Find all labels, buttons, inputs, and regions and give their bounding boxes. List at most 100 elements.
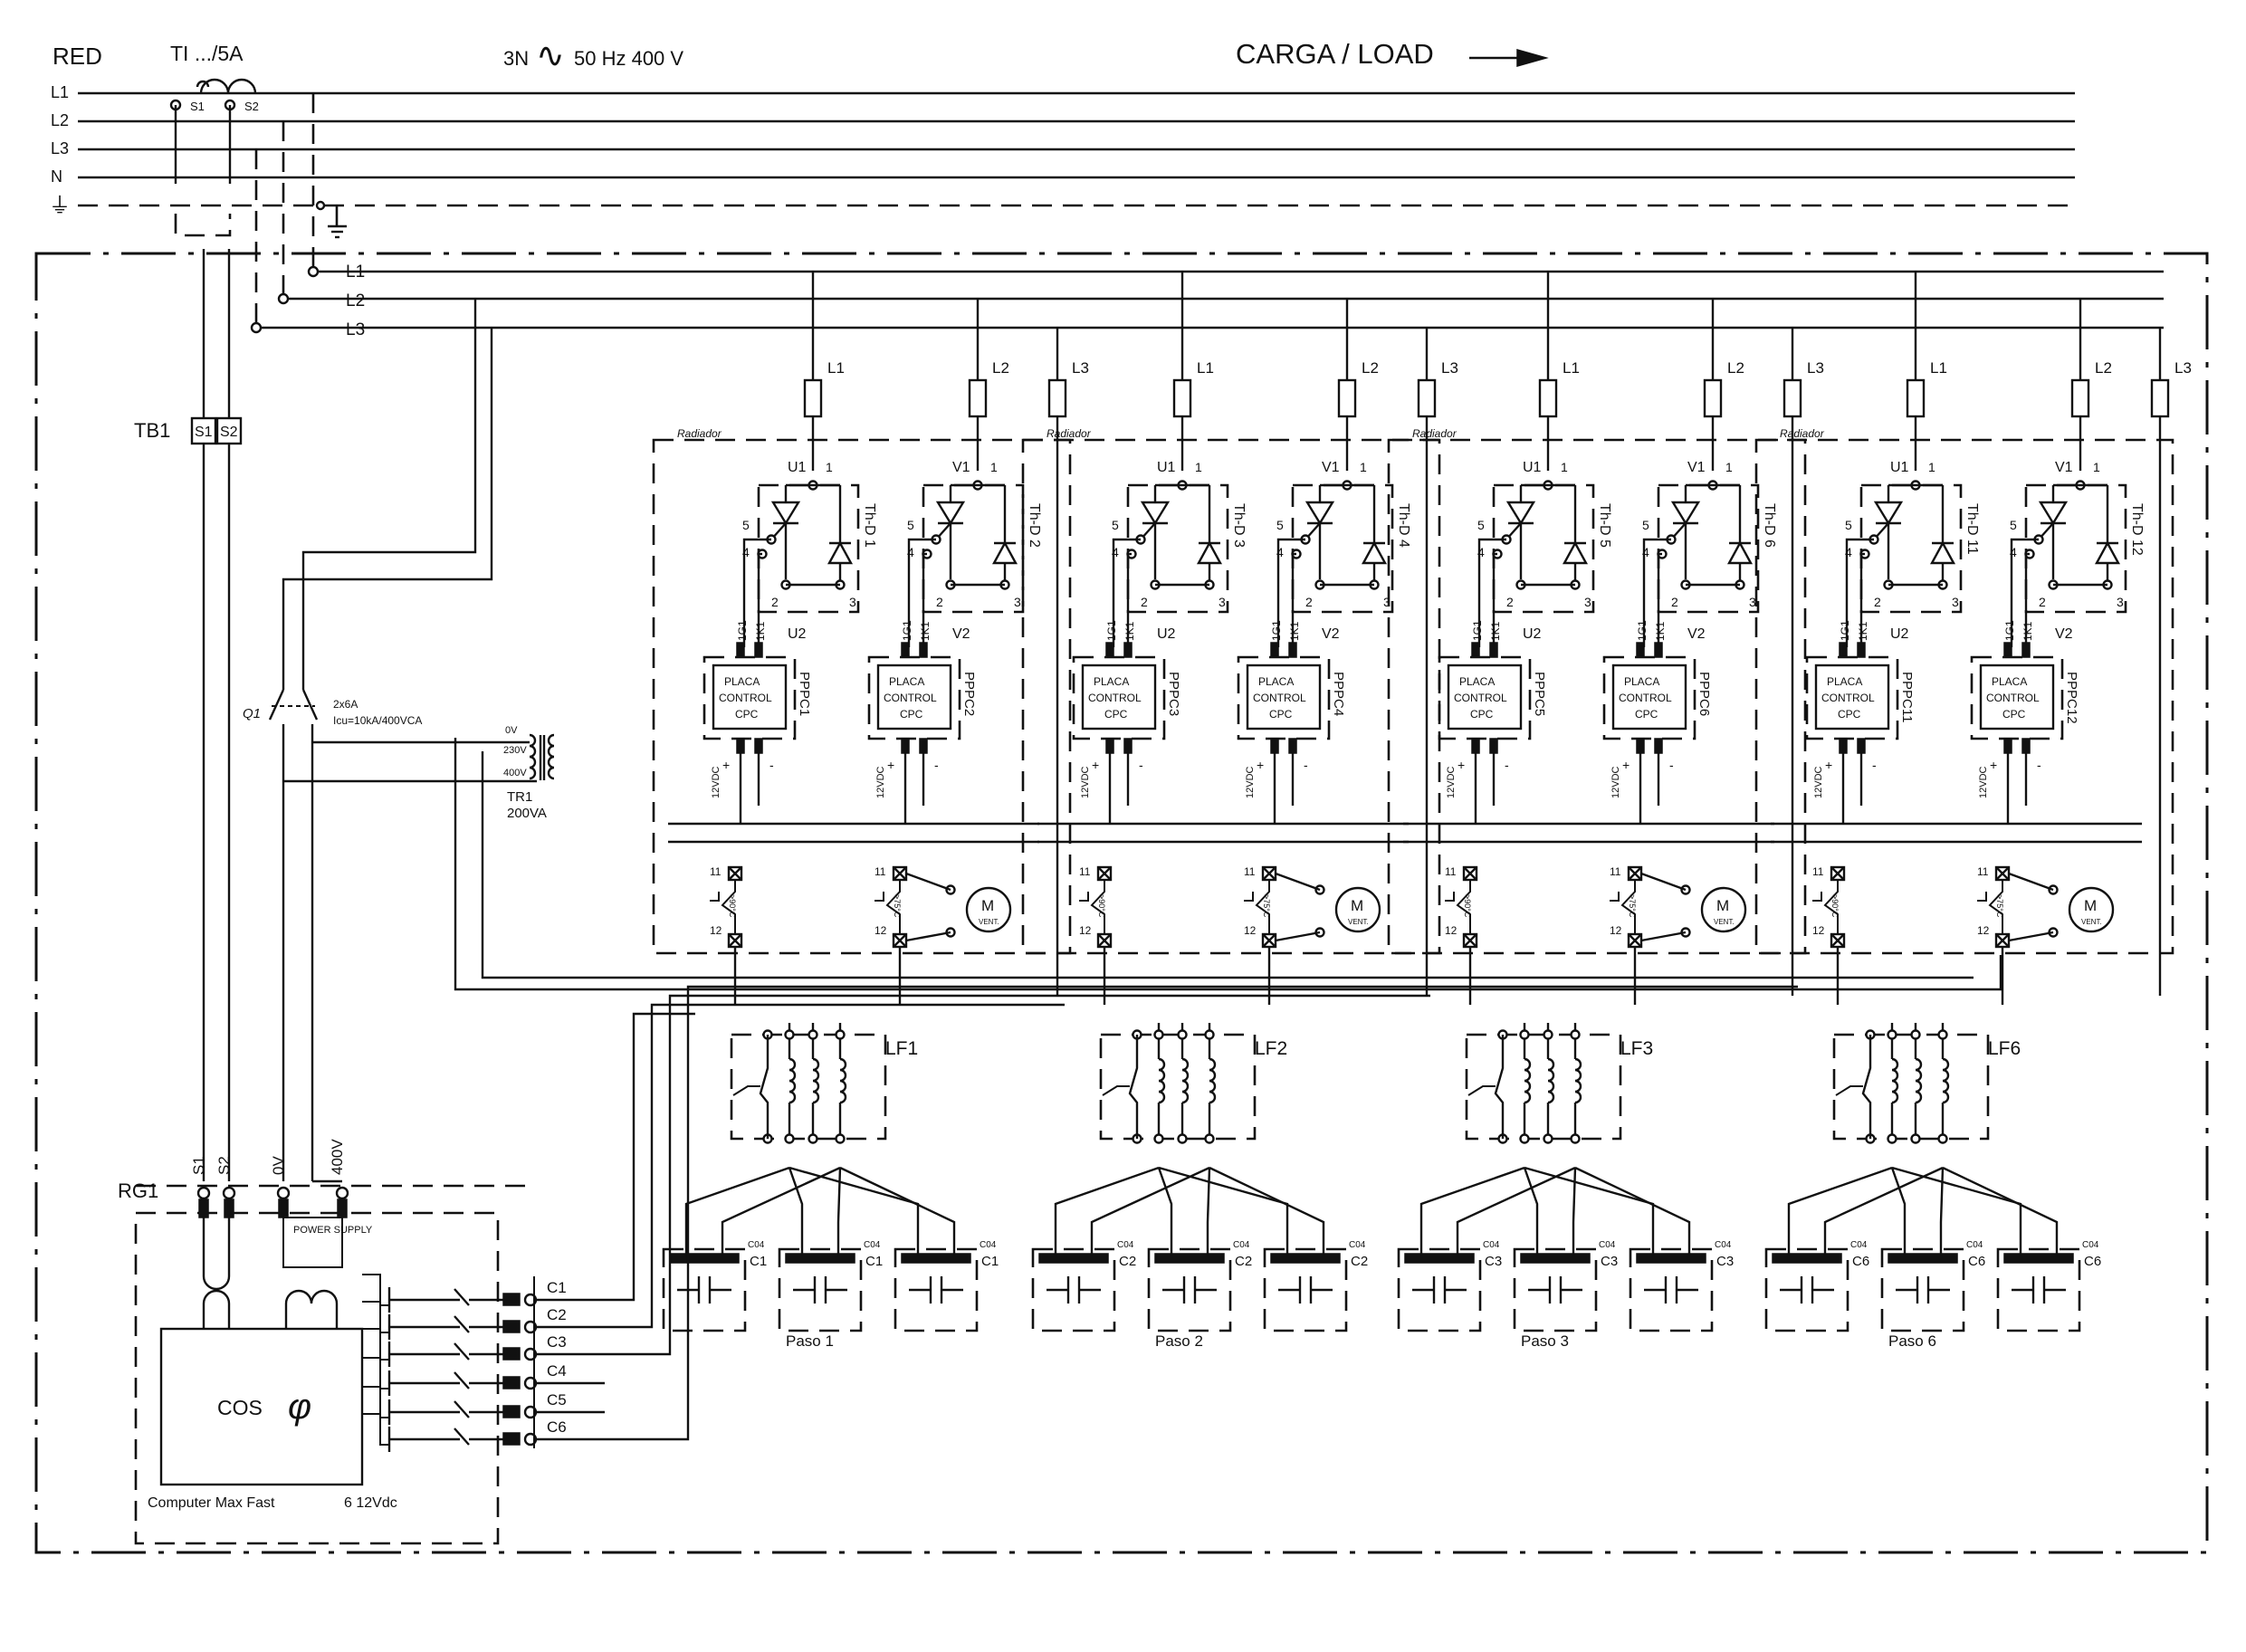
capacitor-code-label: C04	[1483, 1240, 1500, 1250]
thermostat-limit-label: >90°C	[1097, 894, 1106, 918]
motor-label: M	[1351, 897, 1363, 914]
rg1-input-0v: 0V	[270, 1156, 287, 1175]
capacitor-code-label: C04	[1966, 1240, 1983, 1250]
placa-label: CPC	[1838, 708, 1861, 721]
thd-label: Th-D 11	[1964, 503, 1980, 555]
plus-label: +	[722, 758, 730, 772]
thd-label: Th-D 1	[862, 503, 877, 548]
reactor-4: LF6	[1832, 1023, 2021, 1144]
thermostat-limit-label: >75°C	[893, 894, 902, 918]
rg1-input-s2: S2	[215, 1156, 233, 1175]
pin-4-label: 4	[907, 545, 914, 559]
placa-label: PLACA	[1624, 675, 1659, 688]
feeder-label-1-3: L3	[1072, 359, 1089, 377]
gate-g1-label: 1G1	[901, 620, 913, 641]
pin-3-label: 3	[849, 595, 856, 609]
mains-label-l1: L1	[51, 83, 69, 101]
cabinet-outline	[34, 252, 2209, 1554]
terminal-bottom-label: U2	[1157, 626, 1176, 642]
thd-label: Th-D 12	[2129, 503, 2145, 556]
ppc-label: PPPC3	[1166, 672, 1181, 716]
minus-label: -	[1872, 758, 1877, 772]
rg1-relay-c5: C5	[362, 1386, 605, 1425]
terminal-bottom-label: U2	[788, 626, 807, 642]
ppc-label: PPPC4	[1331, 672, 1346, 716]
dc-label: 12VDC	[711, 766, 722, 798]
rg1-output-label-c1: C1	[547, 1279, 567, 1296]
gate-k1-label: 1K1	[1654, 621, 1667, 641]
tb1-s2: S2	[220, 425, 238, 440]
reactor-label: LF3	[1620, 1038, 1653, 1059]
motor-label: M	[981, 897, 994, 914]
feeder-label-2-3: L3	[1441, 359, 1458, 377]
capacitor-label: C1	[750, 1254, 767, 1269]
terminal-top-label: V1	[2055, 460, 2073, 475]
terminal-bottom-label: V2	[1687, 626, 1706, 642]
motor-sub-label: VENT.	[2081, 918, 2102, 926]
pin-2-label: 2	[1305, 595, 1313, 609]
supply-label: 3N	[503, 47, 529, 70]
pin-1-label: 1	[990, 460, 998, 474]
supply-symbol: ∿	[536, 37, 565, 75]
thermostat-11-label: 11	[1244, 865, 1256, 878]
placa-label: PLACA	[1094, 675, 1129, 688]
terminal-top-label: U1	[1523, 460, 1542, 475]
gate-g1-label: 1G1	[1471, 620, 1484, 641]
rg1-input-s1: S1	[190, 1156, 207, 1175]
ppc-label: PPPC6	[1696, 672, 1712, 716]
motor-label: M	[1716, 897, 1729, 914]
q1-rating: 2x6A	[333, 698, 358, 711]
pin-5-label: 5	[742, 518, 750, 532]
pin-1-label: 1	[1360, 460, 1367, 474]
capacitor-label: C3	[1601, 1254, 1618, 1269]
terminal-top-label: U1	[788, 460, 807, 475]
plus-label: +	[887, 758, 894, 772]
capacitor-code-label: C04	[748, 1240, 765, 1250]
plus-label: +	[1257, 758, 1264, 772]
dc-label: 12VDC	[1978, 766, 1989, 798]
pin-1-label: 1	[1561, 460, 1568, 474]
tb1-terminal-block: TB1 S1 S2	[134, 249, 243, 1181]
ct-s2-label: S2	[244, 100, 259, 113]
pin-3-label: 3	[1952, 595, 1959, 609]
dc-label: 12VDC	[1446, 766, 1457, 798]
capacitor-code-label: C04	[1715, 1240, 1732, 1250]
thermostat-limit-label: >90°C	[728, 894, 737, 918]
pin-5-label: 5	[907, 518, 914, 532]
gate-g1-label: 1G1	[736, 620, 749, 641]
ppc-label: PPPC1	[797, 672, 812, 716]
mains-label-l3: L3	[51, 139, 69, 158]
terminal-bottom-label: U2	[1523, 626, 1542, 642]
minus-label: -	[934, 758, 939, 772]
tr1-label: TR1	[507, 789, 532, 805]
step-label: Paso 3	[1521, 1332, 1569, 1350]
feeder-label-4-2: L2	[2095, 359, 2112, 377]
pin-3-label: 3	[1014, 595, 1021, 609]
pin-2-label: 2	[771, 595, 779, 609]
rg1-cos-phi: φ	[288, 1387, 311, 1427]
radiator-label-4: Radiador	[1780, 427, 1825, 440]
reactor-label: LF1	[885, 1038, 918, 1059]
pin-5-label: 5	[1845, 518, 1852, 532]
reactor-2: LF2	[1099, 1023, 1287, 1144]
gate-k1-label: 1K1	[1857, 621, 1869, 641]
feeder-label-3-2: L2	[1727, 359, 1744, 377]
placa-label: CPC	[1104, 708, 1128, 721]
gate-k1-label: 1K1	[919, 621, 932, 641]
pin-1-label: 1	[1928, 460, 1935, 474]
terminal-top-label: U1	[1157, 460, 1176, 475]
rg1-output-label-c6: C6	[547, 1418, 567, 1436]
rg1-outputs-spec: 6 12Vdc	[344, 1495, 397, 1511]
capacitor-code-label: C04	[1599, 1240, 1616, 1250]
thd-label: Th-D 3	[1231, 503, 1247, 548]
pin-2-label: 2	[1671, 595, 1678, 609]
bus-label-l3: L3	[346, 320, 365, 339]
plus-label: +	[1825, 758, 1832, 772]
